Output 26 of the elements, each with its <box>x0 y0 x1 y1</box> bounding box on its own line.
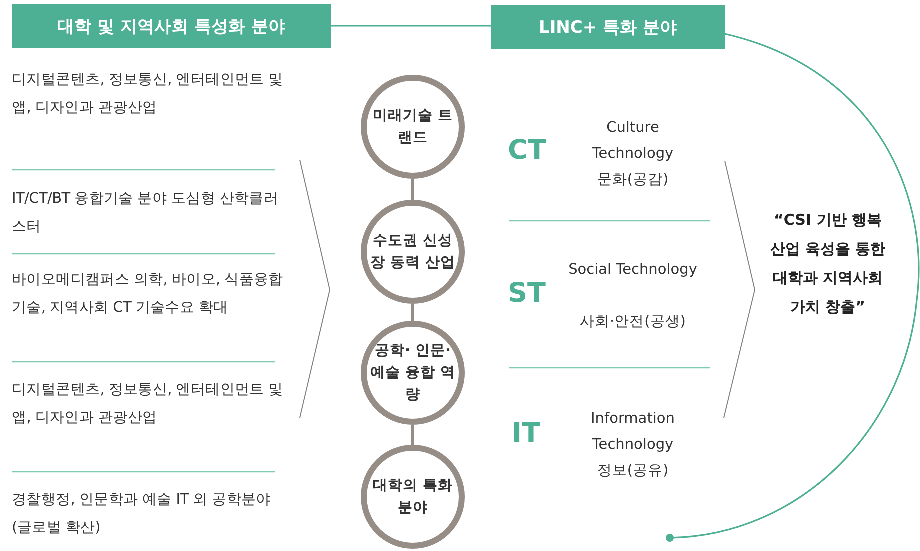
description-text: IT/CT/BT 융합기술 분야 도심형 산학클러스터 <box>12 190 280 237</box>
circle-node: 대학의 특화 분야 <box>361 445 465 549</box>
field-name: Information Technology <box>590 410 676 455</box>
connector <box>666 33 920 542</box>
field-abbreviation: CT <box>508 135 548 166</box>
connector <box>412 425 414 445</box>
field-name: 정보(공유) <box>596 462 670 481</box>
header-box: LINC+ 특화 분야 <box>491 5 725 49</box>
field-abbreviation: IT <box>512 418 542 449</box>
field-abbreviation: ST <box>508 278 547 309</box>
circle-node: 미래기술 트랜드 <box>361 75 465 179</box>
description-text: 경찰행정, 인문학과 예술 IT 외 공학분야 (글로벌 확산) <box>12 491 272 538</box>
description-text: 디지털콘텐츠, 정보통신, 엔터테인먼트 및 앱, 디자인과 관광산업 <box>12 381 284 428</box>
connector <box>412 304 414 321</box>
header-box: 대학 및 지역사회 특성화 분야 <box>12 4 331 48</box>
goal-statement: “CSI 기반 행복산업 육성을 통한 대학과 지역사회 가치 창출” <box>769 210 887 318</box>
description-text: 디지털콘텐츠, 정보통신, 엔터테인먼트 및 앱, 디자인과 관광산업 <box>12 71 284 118</box>
field-name: Social Technology <box>568 261 698 280</box>
description-text: 바이오메디캠퍼스 의학, 바이오, 식품융합기술, 지역사회 CT 기술수요 확대 <box>12 271 284 318</box>
circle-node: 공학· 인문·예술 융합 역량 <box>361 321 465 425</box>
field-name: Culture Technology <box>591 119 675 164</box>
field-name: 문화(공감) <box>596 171 670 190</box>
connector <box>412 179 414 200</box>
circle-node: 수도권 신성장 동력 산업 <box>361 200 465 304</box>
field-name: 사회·안전(공생) <box>579 313 687 332</box>
connector <box>331 25 491 27</box>
